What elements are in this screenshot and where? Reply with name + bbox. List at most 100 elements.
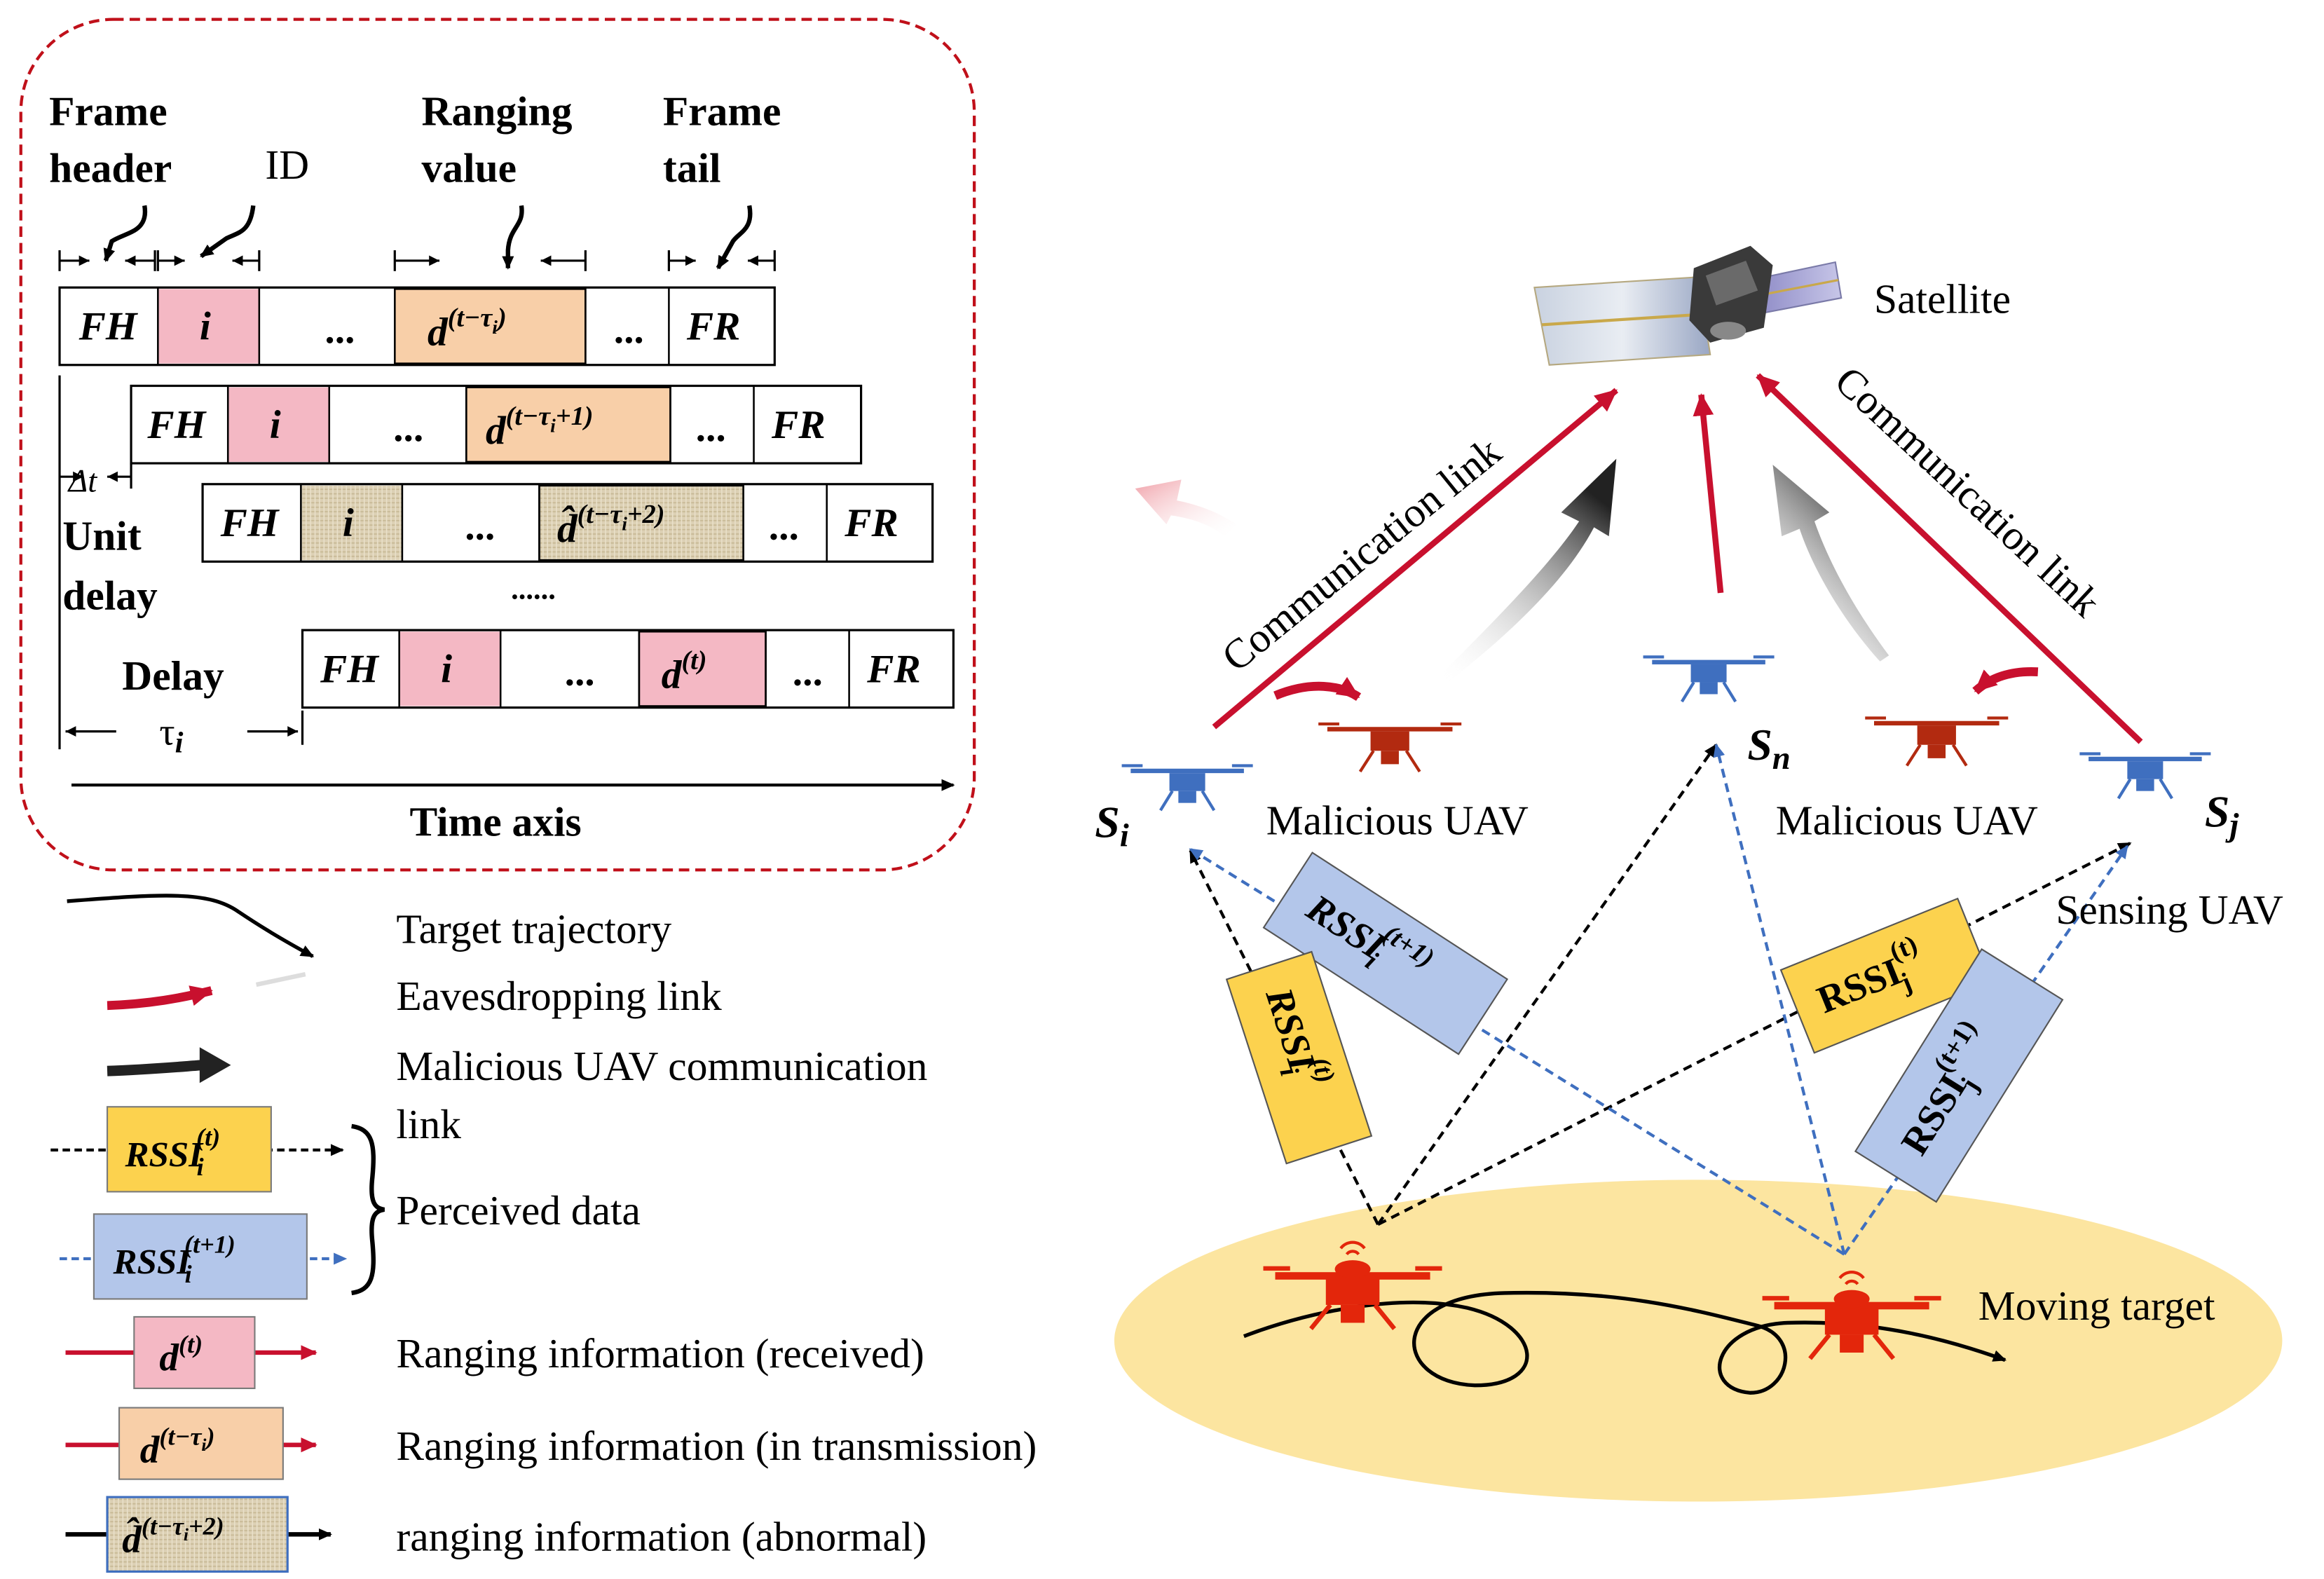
legend-malicious-comm: Malicious UAV communication	[396, 1043, 927, 1089]
moving-target-right-icon	[1762, 1271, 1941, 1360]
malicious-comm-arrows	[1442, 458, 1889, 683]
svg-text:FH: FH	[320, 647, 380, 691]
delta-t-label: Δt	[67, 463, 97, 499]
svg-text:link: link	[396, 1101, 461, 1147]
delay-labels: Δt Unit delay Delay τi Time axis	[62, 463, 581, 845]
legend-trajectory-icon	[67, 894, 315, 958]
unit-delay-label: Unit	[62, 512, 142, 559]
target-area-ellipse	[1114, 1180, 2283, 1502]
legend-eavesdropping-link: Eavesdropping link	[396, 973, 722, 1019]
sensing-uav-si-icon	[1121, 764, 1253, 812]
svg-text:d(t−τi): d(t−τi)	[140, 1423, 215, 1472]
svg-text:FH: FH	[220, 501, 280, 545]
svg-text:d̂(t−τi+2): d̂(t−τi+2)	[557, 500, 665, 552]
legend-rssi-t1-box	[93, 1213, 308, 1300]
delay-markers	[58, 375, 955, 791]
frame-row-1: FH i ... d(t−τi) ... FR	[58, 286, 776, 367]
svg-text:...: ...	[794, 650, 824, 695]
rssi-si-t1-box: RSSIi(t+1)	[1262, 852, 1509, 1055]
svg-text:Sn: Sn	[1747, 720, 1790, 777]
frame-field-labels: Frame header ID Ranging value Frame tail	[49, 88, 781, 191]
svg-text:d(t−τi+1): d(t−τi+1)	[486, 402, 594, 453]
svg-text:i: i	[270, 403, 281, 447]
svg-text:FH: FH	[78, 305, 139, 349]
frame-tail-label: Frame	[663, 88, 781, 135]
comm-link-left-label: Communication link	[1213, 428, 1510, 680]
malicious-uav-left-label: Malicious UAV	[1266, 797, 1529, 843]
id-label: ID	[265, 142, 309, 188]
svg-text:d(t): d(t)	[159, 1330, 203, 1379]
svg-text:FR: FR	[844, 501, 898, 545]
moving-target-label: Moving target	[1978, 1283, 2215, 1329]
legend-malicious-comm-icon	[107, 1060, 203, 1076]
svg-text:d(t): d(t)	[662, 645, 707, 697]
frame-row-4: FH i ... d(t) ... FR	[301, 629, 955, 709]
sensing-uav-sj-icon	[2079, 752, 2211, 800]
frame-row-2: FH i ... d(t−τi+1) ... FR	[130, 384, 863, 465]
legend-rssi-t-box	[106, 1106, 272, 1193]
legend: Target trajectory Eavesdropping link Mal…	[50, 894, 1037, 1573]
moving-target-left-icon	[1263, 1240, 1442, 1330]
svg-text:FH: FH	[146, 403, 207, 447]
frame-row-3: FH i ... d̂(t−τi+2) ... FR	[201, 483, 934, 563]
rssi-sj-t1-box: RSSIj(t+1)	[1854, 948, 2064, 1203]
svg-text:τi: τi	[159, 711, 183, 760]
faded-pink-arrow	[1135, 479, 1237, 537]
svg-text:d̂(t−τi+2): d̂(t−τi+2)	[122, 1512, 224, 1561]
legend-ranging-abnormal: ranging information (abnormal)	[396, 1514, 927, 1560]
legend-perceived-data: Perceived data	[396, 1187, 641, 1233]
svg-text:RSSIi(t): RSSIi(t)	[125, 1123, 221, 1182]
legend-brace	[351, 1123, 385, 1296]
svg-text:...: ...	[466, 504, 496, 548]
frame-header-label: Frame	[49, 88, 167, 135]
legend-eavesdrop-icon	[107, 985, 213, 1011]
svg-text:i: i	[441, 647, 452, 691]
sensing-uav-label: Sensing UAV	[2056, 887, 2283, 933]
svg-text:...: ...	[770, 504, 800, 548]
eavesdropping-arrows	[1273, 667, 2039, 702]
legend-ranging-received: Ranging information (received)	[396, 1330, 924, 1376]
svg-text:value: value	[422, 144, 517, 191]
svg-text:d(t−τi): d(t−τi)	[428, 303, 507, 355]
malicious-uav-right-icon	[1865, 716, 2009, 767]
target-trajectory-path	[1243, 1290, 2007, 1395]
svg-text:...: ...	[566, 650, 596, 695]
frame-panel-border	[19, 18, 976, 872]
malicious-uav-right-label: Malicious UAV	[1776, 797, 2038, 843]
width-markers	[58, 250, 776, 271]
svg-text:i: i	[200, 305, 211, 349]
svg-text:FR: FR	[866, 647, 921, 691]
legend-ranging-transmission: Ranging information (in transmission)	[396, 1423, 1037, 1469]
communication-links	[1212, 373, 2143, 744]
svg-text:...: ...	[395, 406, 425, 450]
rows-ellipsis: ......	[511, 573, 556, 606]
svg-text:delay: delay	[62, 572, 158, 618]
legend-d-received-box	[133, 1315, 256, 1390]
ranging-value-label: Ranging	[422, 88, 573, 135]
svg-text:tail: tail	[663, 144, 721, 191]
comm-link-right-label: Communication link	[1826, 357, 2110, 626]
svg-text:FR: FR	[771, 403, 826, 447]
field-pointer-arrows	[103, 205, 753, 270]
svg-text:FR: FR	[686, 305, 741, 349]
delay-label: Delay	[122, 652, 224, 699]
svg-text:Si: Si	[1095, 798, 1128, 854]
sensing-uav-sn-icon	[1643, 655, 1775, 703]
malicious-uav-left-icon	[1318, 722, 1462, 773]
satellite-icon	[1533, 245, 1843, 366]
svg-text:...: ...	[327, 308, 357, 352]
svg-text:Sj: Sj	[2205, 787, 2239, 844]
svg-text:...: ...	[615, 308, 645, 352]
legend-d-abnormal-box	[106, 1496, 289, 1573]
legend-target-trajectory: Target trajectory	[396, 905, 671, 952]
satellite-label: Satellite	[1874, 275, 2011, 322]
time-axis-label: Time axis	[410, 798, 582, 845]
svg-text:header: header	[49, 144, 172, 191]
svg-text:i: i	[343, 501, 354, 545]
svg-text:...: ...	[697, 406, 727, 450]
legend-d-transmission-box	[118, 1407, 284, 1480]
rssi-si-t-box: RSSIi(t)	[1225, 950, 1373, 1165]
uav-node-labels: Si Sn Sj	[1095, 720, 2239, 854]
